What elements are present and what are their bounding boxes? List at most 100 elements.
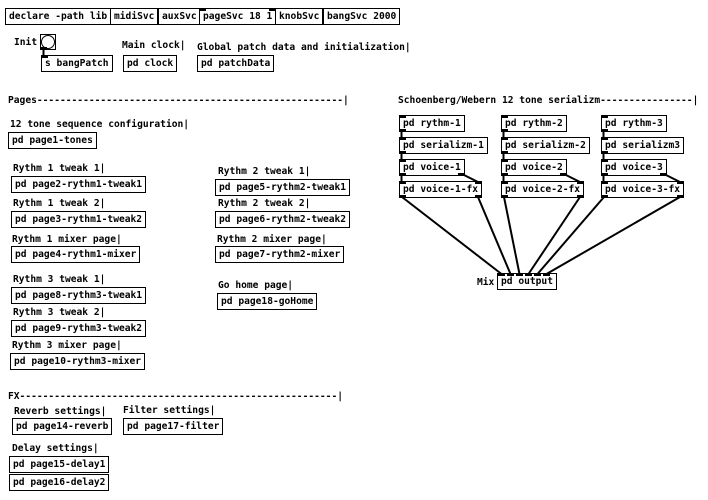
- obj-serializm-1[interactable]: pd serializm-1: [399, 137, 488, 154]
- outlet-nub[interactable]: [601, 173, 608, 176]
- obj-page18-gohome[interactable]: pd page18-goHome: [217, 293, 318, 310]
- outlet-nub[interactable]: [399, 151, 406, 154]
- inlet-nub[interactable]: [399, 115, 406, 118]
- outlet-nub[interactable]: [399, 195, 406, 198]
- obj-label: pd serializm-1: [403, 140, 484, 151]
- inlet-nub[interactable]: [507, 273, 514, 276]
- inlet-nub[interactable]: [601, 181, 608, 184]
- obj-page16-delay2[interactable]: pd page16-delay2: [9, 474, 110, 491]
- obj-voice-3-fx[interactable]: pd voice-3-fx: [601, 181, 685, 198]
- obj-pagesvc[interactable]: pageSvc 18 1: [199, 8, 277, 25]
- obj-page7-rythm2-mixer[interactable]: pd page7-rythm2-mixer: [215, 246, 345, 263]
- outlet-nub[interactable]: [501, 151, 508, 154]
- obj-voice-3[interactable]: pd voice-3: [601, 159, 667, 176]
- obj-page4-rythm1-mixer[interactable]: pd page4-rythm1-mixer: [11, 246, 141, 263]
- obj-voice-1[interactable]: pd voice-1: [399, 159, 465, 176]
- inlet-nub[interactable]: [601, 137, 608, 140]
- rythm2-mixer-comment: Rythm 2 mixer page|: [217, 234, 327, 245]
- obj-serializm3[interactable]: pd serializm3: [601, 137, 685, 154]
- obj-page6-rythm2-tweak2[interactable]: pd page6-rythm2-tweak2: [215, 211, 351, 228]
- inlet-nub[interactable]: [516, 273, 523, 276]
- obj-page1-tones[interactable]: pd page1-tones: [8, 132, 97, 149]
- tones-comment: 12 tone sequence configuration|: [10, 119, 190, 130]
- outlet-nub[interactable]: [577, 195, 585, 198]
- inlet-nub[interactable]: [498, 273, 505, 276]
- obj-voice-1-fx[interactable]: pd voice-1-fx: [399, 181, 483, 198]
- rythm2-tweak1-comment: Rythm 2 tweak 1|: [218, 166, 311, 177]
- inlet-nub[interactable]: [501, 115, 508, 118]
- obj-rythm-1[interactable]: pd rythm-1: [399, 115, 465, 132]
- inlet-nub[interactable]: [601, 159, 608, 162]
- obj-page3-rythm1-tweak2[interactable]: pd page3-rythm1-tweak2: [11, 211, 147, 228]
- inlet-nub[interactable]: [269, 8, 277, 11]
- obj-label: pd page7-rythm2-mixer: [219, 249, 341, 260]
- outlet-nub[interactable]: [559, 173, 567, 176]
- obj-pd-patchdata[interactable]: pd patchData: [197, 55, 275, 72]
- obj-page15-delay1[interactable]: pd page15-delay1: [9, 456, 110, 473]
- outlet-nub[interactable]: [601, 151, 608, 154]
- outlet-nub[interactable]: [677, 195, 685, 198]
- obj-voice-2-fx[interactable]: pd voice-2-fx: [501, 181, 585, 198]
- inlet-nub[interactable]: [601, 115, 608, 118]
- obj-label: pd rythm-1: [403, 118, 461, 129]
- outlet-nub[interactable]: [399, 129, 406, 132]
- init-bang-button[interactable]: [40, 34, 56, 50]
- inlet-nub[interactable]: [525, 273, 532, 276]
- obj-page2-rythm1-tweak1[interactable]: pd page2-rythm1-tweak1: [11, 176, 147, 193]
- obj-label: pd serializm-2: [505, 140, 586, 151]
- inlet-nub[interactable]: [534, 273, 541, 276]
- serializm-header-comment: Schoenberg/Webern 12 tone serializm-----…: [398, 95, 699, 106]
- obj-label: s bangPatch: [45, 58, 109, 69]
- outlet-nub[interactable]: [601, 129, 608, 132]
- obj-label: pd page9-rythm3-tweak2: [15, 323, 143, 334]
- obj-page10-rythm3-mixer[interactable]: pd page10-rythm3-mixer: [10, 353, 146, 370]
- fx-header-comment: FX--------------------------------------…: [8, 391, 344, 402]
- obj-page9-rythm3-tweak2[interactable]: pd page9-rythm3-tweak2: [11, 320, 147, 337]
- obj-declare-path[interactable]: declare -path lib: [5, 8, 112, 25]
- inlet-nub[interactable]: [501, 181, 508, 184]
- obj-label: pd rythm-3: [605, 118, 663, 129]
- outlet-nub[interactable]: [457, 173, 465, 176]
- obj-knobsvc[interactable]: knobSvc: [275, 8, 324, 25]
- obj-label: pd page15-delay1: [13, 459, 106, 470]
- obj-midisvc[interactable]: midiSvc: [110, 8, 159, 25]
- inlet-nub[interactable]: [501, 137, 508, 140]
- obj-pd-clock[interactable]: pd clock: [123, 55, 178, 72]
- obj-bangsvc[interactable]: bangSvc 2000: [323, 8, 401, 25]
- mix-comment: Mix: [477, 277, 495, 288]
- outlet-nub[interactable]: [40, 47, 47, 50]
- obj-page5-rythm2-tweak1[interactable]: pd page5-rythm2-tweak1: [215, 179, 351, 196]
- inlet-nub[interactable]: [399, 159, 406, 162]
- inlet-nub[interactable]: [501, 159, 508, 162]
- obj-page8-rythm3-tweak1[interactable]: pd page8-rythm3-tweak1: [11, 287, 147, 304]
- outlet-nub[interactable]: [399, 173, 406, 176]
- obj-auxsvc[interactable]: auxSvc: [158, 8, 201, 25]
- obj-s-bangpatch[interactable]: s bangPatch: [41, 55, 113, 72]
- obj-rythm-3[interactable]: pd rythm-3: [601, 115, 667, 132]
- outlet-nub[interactable]: [501, 129, 508, 132]
- obj-label: pd page4-rythm1-mixer: [15, 249, 137, 260]
- outlet-nub[interactable]: [601, 195, 608, 198]
- obj-voice-2[interactable]: pd voice-2: [501, 159, 567, 176]
- inlet-nub[interactable]: [577, 181, 585, 184]
- obj-pd-output[interactable]: pd output: [497, 273, 557, 290]
- rythm1-tweak2-comment: Rythm 1 tweak 2|: [13, 198, 106, 209]
- inlet-nub[interactable]: [677, 181, 685, 184]
- outlet-nub[interactable]: [501, 173, 508, 176]
- obj-page17-filter[interactable]: pd page17-filter: [123, 418, 224, 435]
- obj-label: pd voice-1-fx: [403, 184, 479, 195]
- inlet-nub[interactable]: [399, 181, 406, 184]
- obj-rythm-2[interactable]: pd rythm-2: [501, 115, 567, 132]
- outlet-nub[interactable]: [659, 173, 667, 176]
- inlet-nub[interactable]: [41, 55, 48, 58]
- outlet-nub[interactable]: [475, 195, 483, 198]
- rythm3-tweak2-comment: Rythm 3 tweak 2|: [13, 307, 106, 318]
- inlet-nub[interactable]: [475, 181, 483, 184]
- obj-serializm-2[interactable]: pd serializm-2: [501, 137, 590, 154]
- outlet-nub[interactable]: [501, 195, 508, 198]
- inlet-nub[interactable]: [399, 137, 406, 140]
- obj-page14-reverb[interactable]: pd page14-reverb: [12, 418, 113, 435]
- inlet-nub[interactable]: [543, 273, 550, 276]
- inlet-nub[interactable]: [199, 8, 206, 11]
